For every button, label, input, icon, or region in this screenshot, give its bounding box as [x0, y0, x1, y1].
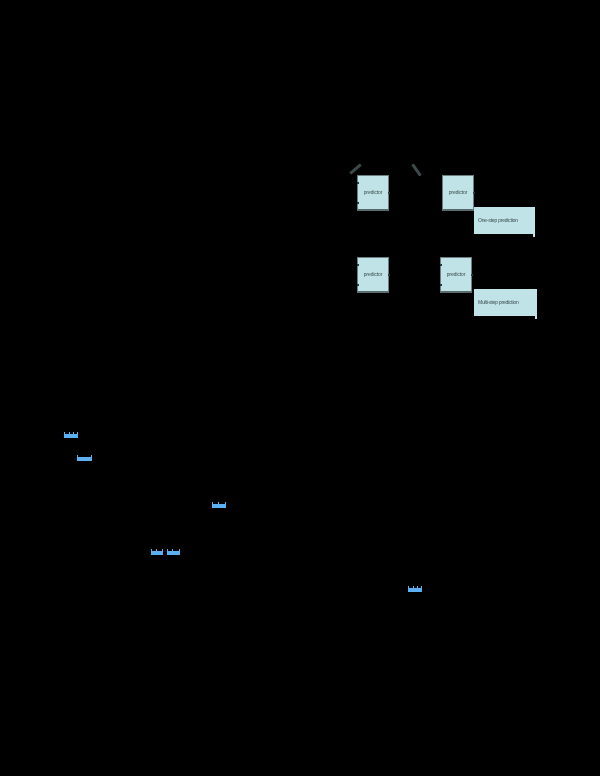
port-icon — [357, 264, 359, 266]
predictor-label: predictor — [363, 271, 383, 278]
port-icon — [357, 284, 359, 286]
predictor-box: predictor — [357, 175, 390, 211]
annotation-text: One-step prediction — [478, 217, 518, 224]
text-highlight — [151, 549, 163, 555]
input-arrow-icon — [349, 163, 362, 175]
predictor-label: predictor — [446, 271, 466, 278]
one-step-prediction-label: One-step prediction — [474, 207, 535, 237]
text-highlight — [212, 502, 226, 508]
port-icon — [440, 284, 442, 286]
text-highlight — [64, 432, 78, 438]
predictor-box: predictor — [357, 257, 390, 293]
predictor-label: predictor — [363, 189, 383, 196]
port-icon — [357, 202, 359, 204]
text-highlight — [408, 586, 422, 592]
annotation-text: Multi-step prediction — [478, 299, 519, 306]
predictor-label: predictor — [448, 189, 468, 196]
input-arrow-icon — [411, 163, 422, 177]
port-icon — [473, 192, 475, 194]
port-icon — [357, 182, 359, 184]
predictor-box: predictor — [442, 175, 475, 211]
text-highlight — [167, 549, 180, 555]
port-icon — [471, 274, 473, 276]
predictor-box: predictor — [440, 257, 473, 293]
port-icon — [388, 274, 390, 276]
port-icon — [388, 192, 390, 194]
text-highlight — [77, 455, 92, 461]
port-icon — [440, 264, 442, 266]
multi-step-prediction-label: Multi-step prediction — [474, 289, 537, 319]
